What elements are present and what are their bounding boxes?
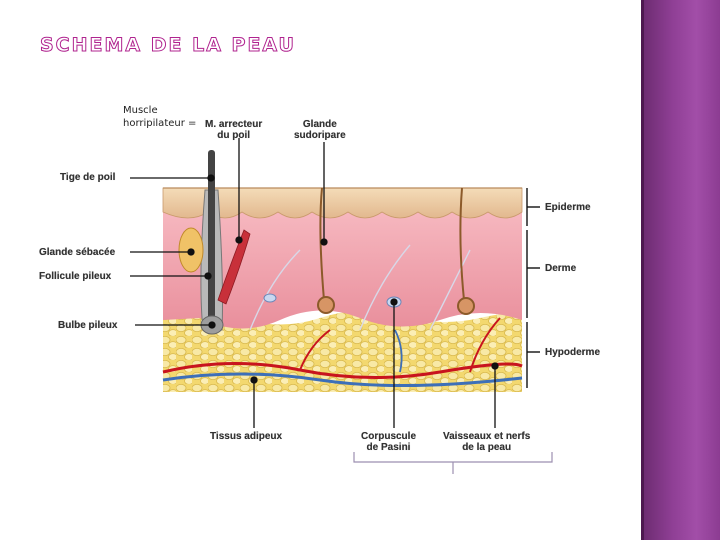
slide-title: SCHEMA DE LA PEAU [40,34,296,57]
label-follicule-pileux: Follicule pileux [39,271,112,282]
label-corpuscule-pasini: Corpuscule de Pasini [361,431,417,453]
label-epiderme: Epiderme [545,202,591,213]
bottom-bracket [353,452,553,474]
nerve-fibers [249,244,471,331]
label-vaisseaux-nerfs: Vaisseaux et nerfs de la peau [443,431,531,453]
label-tige-de-poil: Tige de poil [60,172,116,183]
label-hypoderme: Hypoderme [545,347,601,358]
pointer-lines [130,138,499,428]
label-bulbe-pileux: Bulbe pileux [58,320,118,331]
side-band-stripe [641,0,644,540]
label-derme: Derme [545,263,577,274]
muscle-note: Muscle horripilateur = [123,105,197,129]
label-tissus-adipeux: Tissus adipeux [210,431,283,442]
dermis-layer [163,212,522,329]
skin-diagram [130,138,553,474]
layer-brackets [526,188,540,388]
label-m-arrecteur: M. arrecteur du poil [205,119,263,141]
epidermis-layer [162,187,523,219]
sweat-glands [317,187,475,315]
blood-vessels [162,317,523,388]
hair-follicle [200,150,224,335]
arrector-muscle [217,229,251,305]
decorative-side-band [641,0,720,540]
label-glande-sudoripare: Glande sudoripare [294,119,346,141]
label-glande-sebacee: Glande sébacée [39,247,116,258]
